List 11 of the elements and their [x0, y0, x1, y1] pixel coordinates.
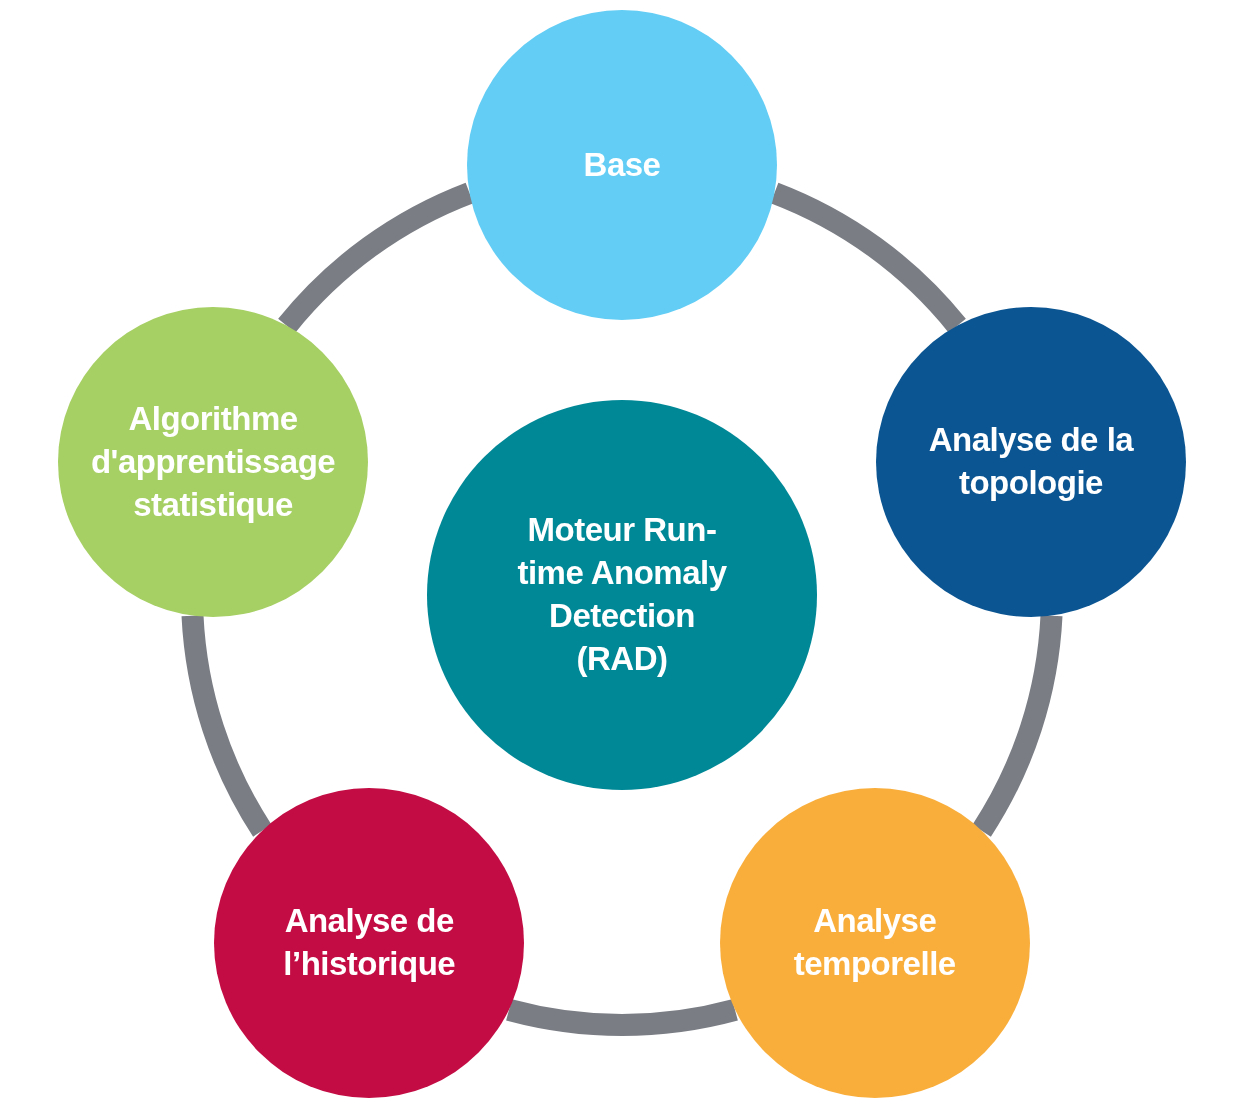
ring-connector [506, 999, 738, 1036]
ring-connector [278, 182, 474, 334]
ring-connector [181, 614, 272, 837]
node-label: Analyse de l’historique [282, 901, 457, 984]
ring-connector [770, 182, 966, 334]
node-label: Analyse de la topologie [927, 420, 1135, 504]
node-label: Base [583, 144, 661, 185]
node-label: Moteur Run-time Anomaly Detection (RAD) [516, 510, 728, 679]
ring-connector [972, 614, 1063, 837]
node-label: Analyse temporelle [792, 901, 957, 984]
node-label: Algorithme d'apprentissage statistique [89, 398, 337, 525]
